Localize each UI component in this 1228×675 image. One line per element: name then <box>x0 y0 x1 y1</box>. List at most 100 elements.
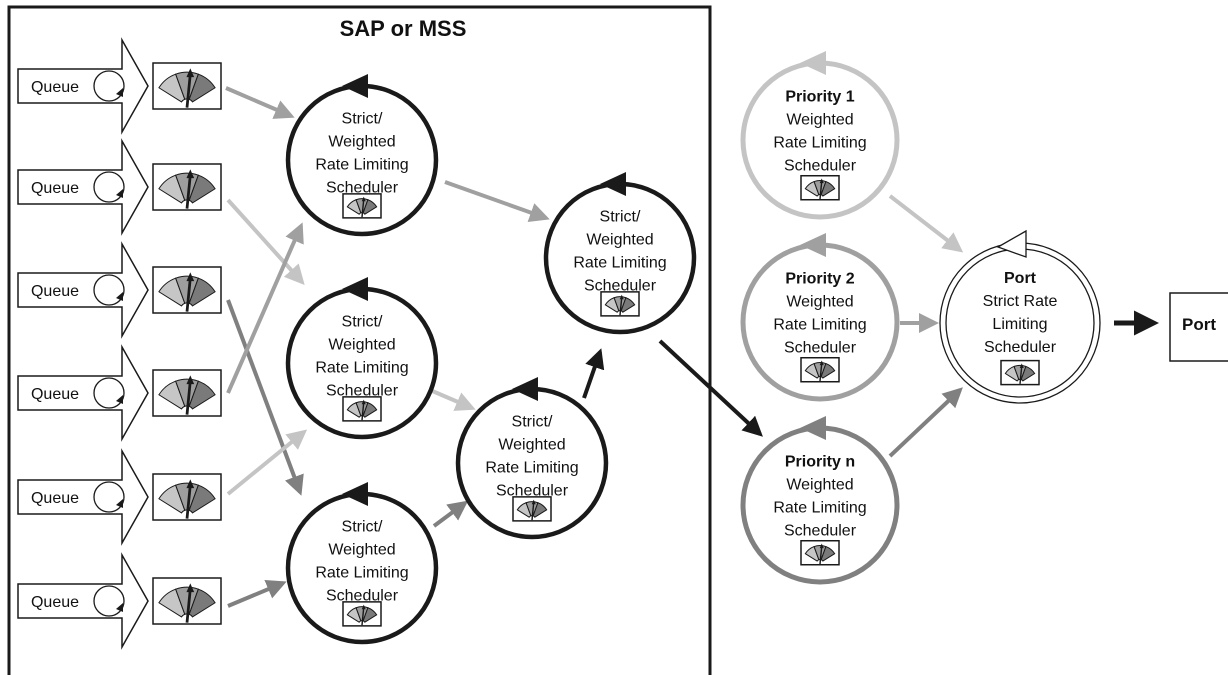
scheduler-label-line: Rate Limiting <box>773 317 866 334</box>
connection-arrow <box>432 500 469 528</box>
queue-row: Queue <box>17 37 222 135</box>
scheduler-label-line: Weighted <box>786 477 853 494</box>
scheduler-meter-icon <box>1000 359 1040 386</box>
queue-meter-icon <box>152 369 222 417</box>
queue-meter-icon <box>152 62 222 110</box>
scheduler-label-line: Rate Limiting <box>573 254 666 271</box>
scheduler-label-line: Weighted <box>786 294 853 311</box>
queue-row: Queue <box>17 552 222 650</box>
scheduler-meter-icon <box>800 174 840 201</box>
scheduler-label-line: Weighted <box>498 436 565 453</box>
queue-arrow-shape <box>17 241 149 339</box>
queue-meter-icon <box>152 266 222 314</box>
queue-meter-icon <box>152 163 222 211</box>
scheduler-label-line: Weighted <box>586 231 653 248</box>
scheduler-label-line: Strict/ <box>600 208 641 225</box>
scheduler-meter-icon <box>800 356 840 383</box>
scheduler-label-line: Strict/ <box>342 518 383 535</box>
scheduler-label-line: Rate Limiting <box>315 359 408 376</box>
queue-meter-icon <box>152 473 222 521</box>
scheduler-meter-icon <box>800 539 840 566</box>
queue-row: Queue <box>17 344 222 442</box>
scheduler-label-line: Scheduler <box>326 179 399 196</box>
queue-cycle-icon <box>93 171 125 203</box>
scheduler-label-line: Rate Limiting <box>773 500 866 517</box>
connection-arrow <box>888 194 964 253</box>
queue-label: Queue <box>31 180 79 197</box>
rotation-arrowhead <box>800 51 826 75</box>
scheduler-label-line: Rate Limiting <box>773 135 866 152</box>
queue-row: Queue <box>17 138 222 236</box>
scheduler-meter-icon <box>342 193 382 219</box>
port-output: Port <box>1114 292 1228 362</box>
rotation-arrowhead <box>800 233 826 257</box>
port-output-label: Port <box>1182 315 1216 334</box>
queue-arrow-shape <box>17 344 149 442</box>
connection-arrow <box>226 429 308 496</box>
connection-arrow <box>226 222 304 394</box>
scheduler-label-line: Scheduler <box>784 340 857 357</box>
scheduler-label-line: Scheduler <box>326 587 399 604</box>
scheduler-label-line: Scheduler <box>784 158 857 175</box>
rotation-arrowhead <box>600 172 626 196</box>
scheduler-label-line: Limiting <box>992 316 1047 333</box>
scheduler-label-line: Strict/ <box>342 313 383 330</box>
scheduler-meter-icon <box>512 496 552 522</box>
queue-label: Queue <box>31 283 79 300</box>
rotation-arrowhead <box>342 277 368 301</box>
sap-container-title: SAP or MSS <box>340 16 467 41</box>
queue-label: Queue <box>31 490 79 507</box>
scheduler-label-line: Rate Limiting <box>315 156 408 173</box>
sap-container-border <box>7 5 712 675</box>
scheduler-label-line: Scheduler <box>984 339 1057 356</box>
scheduler-label-line: Weighted <box>328 133 395 150</box>
connection-arrow <box>658 339 763 437</box>
connection-arrow <box>888 387 963 458</box>
queue-cycle-icon <box>93 70 125 102</box>
queue-cycle-icon <box>93 585 125 617</box>
scheduler-label-line: Weighted <box>786 112 853 129</box>
queue-arrow-shape <box>17 448 149 546</box>
queue-arrow-shape <box>17 552 149 650</box>
connection-arrow <box>429 388 476 411</box>
scheduler-label-line: Rate Limiting <box>485 459 578 476</box>
connection-arrow <box>227 579 287 608</box>
scheduler-title: Priority n <box>785 454 855 471</box>
rotation-arrowhead <box>342 74 368 98</box>
port-output-box <box>1169 292 1228 362</box>
scheduler-label-line: Strict Rate <box>983 293 1058 310</box>
connection-arrow <box>582 348 605 399</box>
scheduler-label-line: Strict/ <box>512 413 553 430</box>
scheduler-title: Priority 2 <box>785 271 854 288</box>
queue-cycle-icon <box>93 377 125 409</box>
queue-cycle-icon <box>93 274 125 306</box>
queue-arrow-shape <box>17 37 149 135</box>
connection-arrows <box>225 86 964 608</box>
rotation-arrowhead <box>800 416 826 440</box>
queue-label: Queue <box>31 386 79 403</box>
rotation-arrowhead <box>512 377 538 401</box>
rotation-arrowhead <box>996 229 1027 258</box>
scheduler-meter-icon <box>342 601 382 627</box>
scheduler-title: Port <box>1004 270 1037 287</box>
queue-label: Queue <box>31 79 79 96</box>
scheduler-label-line: Scheduler <box>584 277 657 294</box>
scheduler-meter-icon <box>342 396 382 422</box>
queue-meter-icon <box>152 577 222 625</box>
scheduler-label-line: Weighted <box>328 541 395 558</box>
queue-arrow-shape <box>17 138 149 236</box>
connection-arrow <box>225 86 295 119</box>
scheduler-label-line: Scheduler <box>326 382 399 399</box>
connection-arrow <box>444 180 550 223</box>
scheduler-label-line: Rate Limiting <box>315 564 408 581</box>
